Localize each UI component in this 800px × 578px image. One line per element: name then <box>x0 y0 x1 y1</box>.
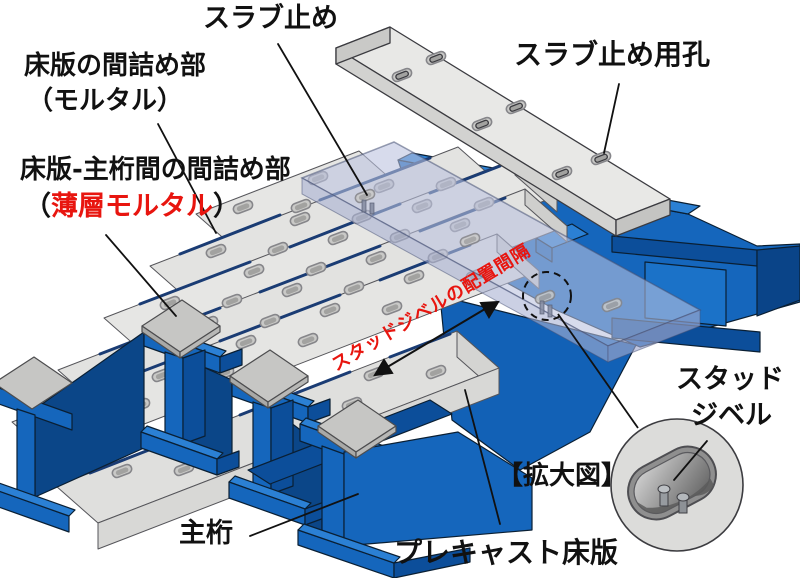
label-stud-line1: スタッド <box>676 364 784 395</box>
label-girder-joint-line1: 床版-主桁間の間詰め部 <box>20 155 291 185</box>
label-girder-joint-line2: （薄層モルタル） <box>24 191 240 222</box>
label-slab-stopper: スラブ止め <box>203 3 338 34</box>
leader-lines <box>105 43 708 537</box>
girder-end-0 <box>0 387 76 533</box>
ghost-deck-panel <box>300 141 702 363</box>
paren-close: ） <box>213 191 240 222</box>
paren-open: （ <box>24 191 51 222</box>
label-deck-joint-line2: （モルタル） <box>27 86 184 116</box>
slab-stopper-plank <box>335 26 671 237</box>
label-main-girder: 主桁 <box>179 518 233 549</box>
label-deck-joint-line1: 床版の間詰め部 <box>24 51 207 81</box>
steel-girder-ends <box>0 299 533 578</box>
dashed-circle-icon <box>522 271 572 321</box>
label-precast-deck: プレキャスト床版 <box>394 536 619 569</box>
double-headed-arrow-icon <box>373 300 500 377</box>
label-stud-line2: ジベル <box>691 400 772 431</box>
label-slab-stopper-hole: スラブ止め用孔 <box>514 38 711 71</box>
magnified-detail-circle-icon <box>610 418 744 552</box>
detail-link-line <box>557 313 639 429</box>
label-enlarged-view: 【拡大図】 <box>497 461 628 491</box>
mortar-pads <box>0 299 397 459</box>
stud-dowels <box>657 484 690 514</box>
girder-end-3 <box>297 417 533 578</box>
ghost-stud-pins <box>361 199 553 318</box>
thin-mortar-red-text: 薄層モルタル <box>51 191 213 222</box>
